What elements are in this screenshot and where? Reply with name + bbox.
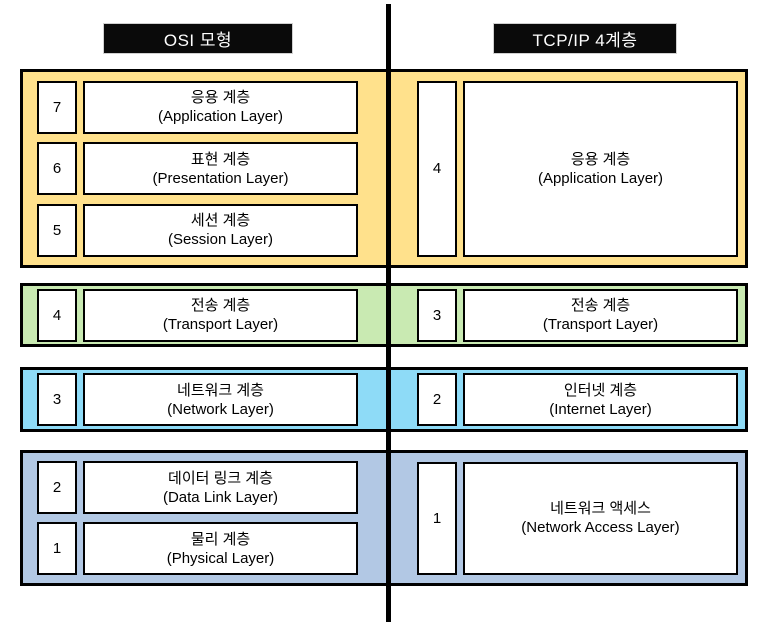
osi-layer6-label: 표현 계층 (Presentation Layer) [83, 142, 358, 195]
tcpip-layer3-row: 3 전송 계층 (Transport Layer) [417, 288, 738, 342]
transport-band-tcpip-column: 3 전송 계층 (Transport Layer) [384, 286, 745, 344]
osi-layer1-name-korean: 물리 계층 [190, 530, 251, 548]
network-band-osi-column: 3 네트워크 계층 (Network Layer) [23, 370, 384, 429]
osi-layer5-label: 세션 계층 (Session Layer) [83, 203, 358, 257]
network-band: 3 네트워크 계층 (Network Layer) 2 인터넷 계층 (Inte… [20, 367, 748, 432]
osi-layer3-name-english: (Network Layer) [167, 400, 274, 418]
osi-layer2-label: 데이터 링크 계층 (Data Link Layer) [83, 461, 358, 514]
osi-layer7-row: 7 응용 계층 (Application Layer) [37, 80, 358, 134]
osi-layer2-number: 2 [37, 461, 77, 514]
osi-layer7-number: 7 [37, 80, 77, 134]
osi-header-label: OSI 모형 [163, 31, 233, 50]
tcpip-layer2-name-english: (Internet Layer) [549, 400, 652, 418]
osi-layer3-row: 3 네트워크 계층 (Network Layer) [37, 373, 358, 426]
tcpip-layer3-number: 3 [417, 288, 457, 342]
tcpip-layer2-name-korean: 인터넷 계층 [563, 381, 638, 399]
transport-band-osi-column: 4 전송 계층 (Transport Layer) [23, 286, 384, 344]
tcpip-layer1-row: 1 네트워크 액세스 (Network Access Layer) [417, 461, 738, 575]
osi-layer5-name-korean: 세션 계층 [190, 212, 251, 229]
tcpip-header-label: TCP/IP 4계층 [532, 31, 638, 50]
tcpip-layer4-name-korean: 응용 계층 [570, 150, 631, 168]
tcpip-layer4-number: 4 [417, 80, 457, 257]
osi-layer7-name-korean: 응용 계층 [190, 89, 251, 106]
osi-layer2-name-korean: 데이터 링크 계층 [168, 469, 273, 487]
osi-layer4-number: 4 [37, 288, 77, 342]
osi-layer6-number: 6 [37, 142, 77, 195]
tcpip-layer4-row: 4 응용 계층 (Application Layer) [417, 80, 738, 257]
osi-layer1-row: 1 물리 계층 (Physical Layer) [37, 522, 358, 575]
divider-line [386, 4, 391, 622]
tcpip-layer1-name-korean: 네트워크 액세스 [550, 500, 651, 517]
tcpip-layer4-name-english: (Application Layer) [537, 169, 664, 187]
osi-layer6-row: 6 표현 계층 (Presentation Layer) [37, 142, 358, 195]
osi-layer4-row: 4 전송 계층 (Transport Layer) [37, 288, 358, 342]
osi-layer6-name-korean: 표현 계층 [190, 150, 251, 168]
osi-layer2-row: 2 데이터 링크 계층 (Data Link Layer) [37, 461, 358, 514]
osi-layer3-number: 3 [37, 373, 77, 426]
tcpip-layer2-label: 인터넷 계층 (Internet Layer) [463, 373, 738, 426]
network-band-tcpip-column: 2 인터넷 계층 (Internet Layer) [384, 370, 745, 429]
osi-layer1-label: 물리 계층 (Physical Layer) [83, 522, 358, 575]
application-band-osi-column: 7 응용 계층 (Application Layer) 6 표현 계층 (Pre… [23, 72, 384, 265]
osi-layer4-name-korean: 전송 계층 [190, 297, 251, 314]
tcpip-layer4-label: 응용 계층 (Application Layer) [463, 80, 738, 257]
application-band: 7 응용 계층 (Application Layer) 6 표현 계층 (Pre… [20, 69, 748, 268]
transport-band: 4 전송 계층 (Transport Layer) 3 전송 계층 (Trans… [20, 283, 748, 347]
link-band-tcpip-column: 1 네트워크 액세스 (Network Access Layer) [384, 453, 745, 583]
tcpip-layer1-name-english: (Network Access Layer) [521, 519, 680, 536]
osi-layer4-label: 전송 계층 (Transport Layer) [83, 288, 358, 342]
tcpip-layer2-row: 2 인터넷 계층 (Internet Layer) [417, 373, 738, 426]
osi-layer5-row: 5 세션 계층 (Session Layer) [37, 203, 358, 257]
osi-layer6-name-english: (Presentation Layer) [152, 169, 289, 187]
osi-layer1-name-english: (Physical Layer) [166, 549, 275, 567]
tcpip-layer1-number: 1 [417, 461, 457, 575]
osi-layer5-name-english: (Session Layer) [167, 231, 274, 248]
tcpip-layer1-label: 네트워크 액세스 (Network Access Layer) [463, 461, 738, 575]
tcpip-header: TCP/IP 4계층 [493, 23, 677, 54]
osi-layer7-label: 응용 계층 (Application Layer) [83, 80, 358, 134]
osi-layer2-name-english: (Data Link Layer) [162, 488, 279, 506]
osi-layer4-name-english: (Transport Layer) [162, 316, 279, 333]
tcpip-layer3-name-english: (Transport Layer) [542, 316, 659, 333]
link-band: 2 데이터 링크 계층 (Data Link Layer) 1 물리 계층 (P… [20, 450, 748, 586]
application-band-tcpip-column: 4 응용 계층 (Application Layer) [384, 72, 745, 265]
osi-header: OSI 모형 [103, 23, 293, 54]
tcpip-layer2-number: 2 [417, 373, 457, 426]
osi-layer3-label: 네트워크 계층 (Network Layer) [83, 373, 358, 426]
tcpip-layer3-label: 전송 계층 (Transport Layer) [463, 288, 738, 342]
osi-layer3-name-korean: 네트워크 계층 [177, 381, 264, 399]
link-band-osi-column: 2 데이터 링크 계층 (Data Link Layer) 1 물리 계층 (P… [23, 453, 384, 583]
tcpip-layer3-name-korean: 전송 계층 [570, 297, 631, 314]
osi-layer1-number: 1 [37, 522, 77, 575]
osi-layer7-name-english: (Application Layer) [157, 108, 284, 125]
osi-layer5-number: 5 [37, 203, 77, 257]
